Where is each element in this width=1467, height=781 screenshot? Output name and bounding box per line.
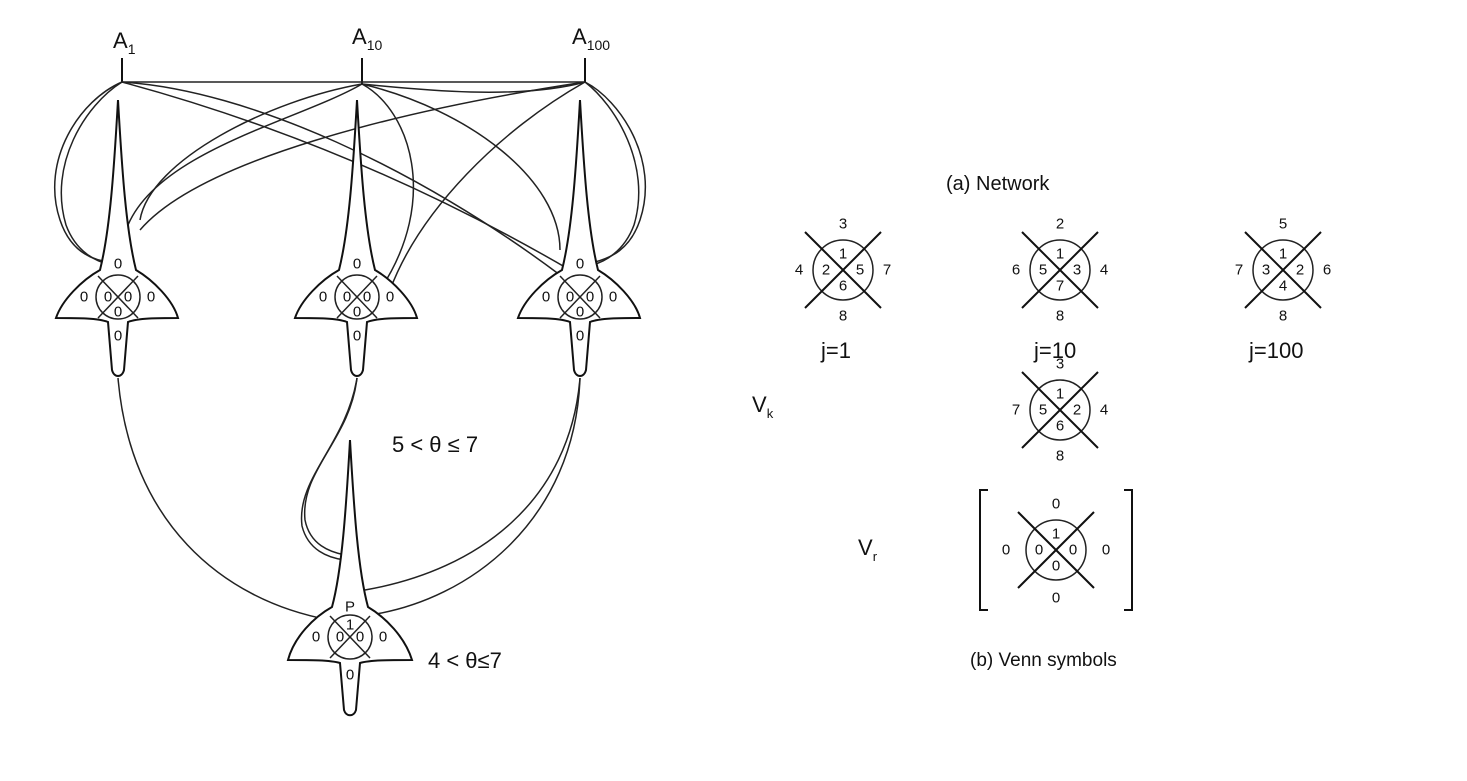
- neuron-1: 0 0 0 0 0 0 0: [54, 99, 180, 377]
- svg-text:2: 2: [1296, 262, 1304, 279]
- vr-label: Vr: [858, 535, 878, 564]
- svg-text:4: 4: [1100, 262, 1108, 279]
- svg-text:1: 1: [839, 246, 847, 263]
- svg-text:A100: A100: [572, 24, 610, 53]
- svg-text:0: 0: [114, 328, 122, 345]
- svg-text:3: 3: [1262, 262, 1270, 279]
- svg-text:6: 6: [1323, 262, 1331, 279]
- svg-text:1: 1: [346, 617, 354, 634]
- svg-text:1: 1: [1052, 526, 1060, 543]
- svg-text:0: 0: [353, 256, 361, 273]
- svg-text:3: 3: [1073, 262, 1081, 279]
- svg-text:3: 3: [1056, 356, 1064, 373]
- input-a1: A1: [113, 28, 136, 82]
- svg-text:2: 2: [822, 262, 830, 279]
- svg-text:0: 0: [379, 629, 387, 646]
- svg-text:8: 8: [1056, 448, 1064, 465]
- svg-text:0: 0: [609, 289, 617, 306]
- svg-text:1: 1: [1279, 246, 1287, 263]
- svg-text:P: P: [345, 599, 355, 616]
- venn-symbol-j10: 2 6 4 8 1 5 3 7 j=10: [1012, 216, 1108, 364]
- svg-text:4: 4: [795, 262, 803, 279]
- venn-symbol-vk: 3 7 4 8 1 5 2 6: [1012, 356, 1108, 465]
- network-diagram: A1 A10 A100: [54, 24, 646, 717]
- svg-text:8: 8: [1056, 308, 1064, 325]
- threshold-upper: 5 < θ ≤ 7: [392, 432, 478, 457]
- input-a100: A100: [572, 24, 610, 82]
- svg-text:1: 1: [1056, 246, 1064, 263]
- input-connections: [54, 81, 646, 291]
- svg-text:0: 0: [576, 256, 584, 273]
- svg-text:0: 0: [343, 289, 351, 306]
- svg-text:0: 0: [104, 289, 112, 306]
- threshold-lower: 4 < θ≤7: [428, 648, 502, 673]
- svg-text:5: 5: [1279, 216, 1287, 233]
- svg-text:0: 0: [1002, 542, 1010, 559]
- svg-text:5: 5: [856, 262, 864, 279]
- svg-text:0: 0: [356, 629, 364, 646]
- svg-text:0: 0: [353, 328, 361, 345]
- output-connections: [117, 377, 581, 621]
- svg-text:2: 2: [1073, 402, 1081, 419]
- svg-text:0: 0: [336, 629, 344, 646]
- venn-symbol-j1: 3 4 7 8 1 2 5 6 j=1: [795, 216, 891, 364]
- svg-text:j=1: j=1: [820, 338, 851, 363]
- caption-venn-symbols: (b) Venn symbols: [970, 650, 1117, 671]
- svg-text:0: 0: [386, 289, 394, 306]
- svg-text:0: 0: [363, 289, 371, 306]
- svg-text:8: 8: [1279, 308, 1287, 325]
- svg-text:4: 4: [1279, 278, 1287, 295]
- svg-text:0: 0: [353, 304, 361, 321]
- svg-text:6: 6: [1056, 418, 1064, 435]
- svg-text:0: 0: [1052, 558, 1060, 575]
- svg-text:0: 0: [586, 289, 594, 306]
- svg-text:0: 0: [542, 289, 550, 306]
- svg-text:0: 0: [1052, 496, 1060, 513]
- neuron-2: 0 0 0 0 0 0 0: [293, 99, 419, 377]
- svg-text:0: 0: [1102, 542, 1110, 559]
- svg-text:0: 0: [124, 289, 132, 306]
- svg-text:5: 5: [1039, 402, 1047, 419]
- svg-text:0: 0: [1035, 542, 1043, 559]
- svg-text:0: 0: [80, 289, 88, 306]
- svg-text:0: 0: [147, 289, 155, 306]
- svg-text:0: 0: [312, 629, 320, 646]
- svg-text:0: 0: [576, 328, 584, 345]
- svg-text:0: 0: [1052, 590, 1060, 607]
- svg-text:A10: A10: [352, 24, 382, 53]
- svg-text:3: 3: [839, 216, 847, 233]
- svg-text:0: 0: [566, 289, 574, 306]
- svg-text:0: 0: [114, 304, 122, 321]
- svg-text:6: 6: [1012, 262, 1020, 279]
- svg-text:2: 2: [1056, 216, 1064, 233]
- svg-text:4: 4: [1100, 402, 1108, 419]
- svg-text:0: 0: [319, 289, 327, 306]
- vk-label: Vk: [752, 392, 774, 421]
- input-a10: A10: [352, 24, 382, 84]
- svg-text:j=100: j=100: [1248, 338, 1303, 363]
- svg-text:7: 7: [1056, 278, 1064, 295]
- output-neuron: P 0 0 0 1 0 0: [286, 439, 414, 717]
- svg-text:6: 6: [839, 278, 847, 295]
- svg-text:0: 0: [114, 256, 122, 273]
- svg-text:7: 7: [1235, 262, 1243, 279]
- venn-symbol-j100: 5 7 6 8 1 3 2 4 j=100: [1235, 216, 1331, 364]
- svg-text:7: 7: [1012, 402, 1020, 419]
- neuron-3: 0 0 0 0 0 0 0: [516, 99, 642, 377]
- svg-text:7: 7: [883, 262, 891, 279]
- svg-text:0: 0: [576, 304, 584, 321]
- svg-text:1: 1: [1056, 386, 1064, 403]
- svg-text:A1: A1: [113, 28, 136, 57]
- svg-text:8: 8: [839, 308, 847, 325]
- svg-text:0: 0: [346, 667, 354, 684]
- venn-symbol-vr: 0 0 0 0 1 0 0 0: [979, 489, 1133, 611]
- svg-text:0: 0: [1069, 542, 1077, 559]
- svg-text:5: 5: [1039, 262, 1047, 279]
- caption-network: (a) Network: [946, 173, 1050, 195]
- svg-text:j=10: j=10: [1033, 338, 1076, 363]
